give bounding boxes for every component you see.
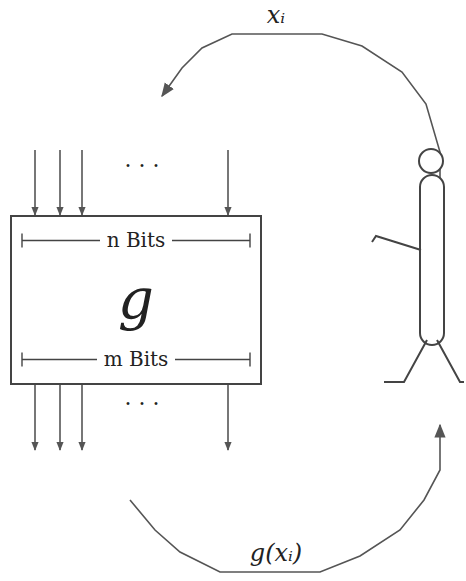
output-arrows — [35, 385, 228, 450]
output-label: g(xᵢ) — [247, 540, 305, 568]
bit-width-label: m Bits — [97, 348, 176, 371]
query-arrow — [162, 34, 440, 185]
answer-arrow — [130, 425, 440, 572]
input-label: xᵢ — [264, 2, 288, 30]
stick-figure — [372, 149, 464, 382]
input-arrows — [35, 150, 228, 215]
ellipsis: · · · — [122, 153, 163, 178]
bit-width-label: n Bits — [100, 229, 173, 252]
ellipsis: · · · — [122, 391, 163, 416]
function-name: g — [111, 268, 161, 332]
function-box: n Bits g m Bits — [10, 215, 262, 385]
